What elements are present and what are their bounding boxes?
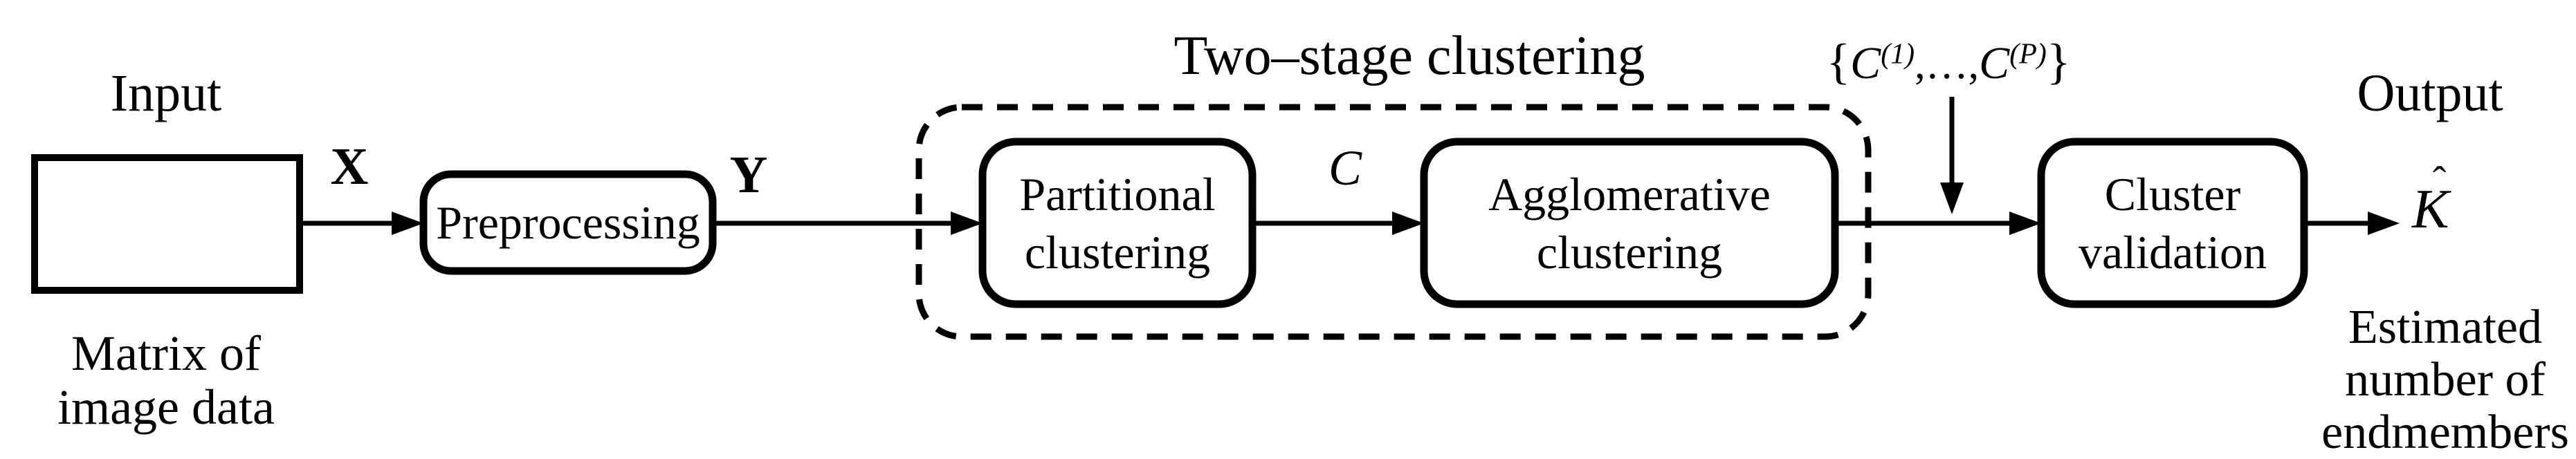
signal-x-label: X xyxy=(330,138,369,196)
cluster-validation-label: Cluster validation xyxy=(2041,142,2304,304)
two-stage-title: Two–stage clustering xyxy=(1173,26,1645,86)
ensemble-close-brace: } xyxy=(2046,34,2071,89)
input-caption: Matrix of image data xyxy=(57,326,275,434)
k-hat-letter: K xyxy=(2412,179,2449,240)
agglomerative-label: Agglomerative clustering xyxy=(1424,142,1835,304)
ensemble-open-brace: { xyxy=(1826,34,1851,89)
input-title: Input xyxy=(110,64,222,122)
signal-y-label: Y xyxy=(729,146,768,204)
output-caption-line1: Estimated xyxy=(2348,301,2542,354)
ensemble-c-last: C xyxy=(1979,38,2010,88)
signal-c-label: C xyxy=(1328,140,1362,196)
k-hat-symbol: ˆ K xyxy=(2412,158,2449,241)
output-title: Output xyxy=(2357,64,2503,122)
output-caption-line2: number of xyxy=(2345,353,2546,406)
ensemble-sup-first: (1) xyxy=(1881,38,1915,71)
ensemble-sup-last: (P) xyxy=(2009,38,2047,71)
cluster-validation-label-line2: validation xyxy=(2079,225,2267,279)
input-matrix-box xyxy=(31,154,303,294)
agglomerative-label-line2: clustering xyxy=(1536,225,1723,279)
partitional-label-line1: Partitional xyxy=(1019,167,1216,221)
arrowhead-validation-to-output xyxy=(2368,212,2400,235)
ensemble-c-first: C xyxy=(1850,38,1881,88)
cluster-validation-label-line1: Cluster xyxy=(2104,167,2241,221)
arrowhead-partitional-to-agglomerative xyxy=(1392,212,1424,235)
arrowhead-agglomerative-to-validation xyxy=(2009,212,2041,235)
k-hat-accent: ˆ xyxy=(2433,158,2447,203)
partitional-label: Partitional clustering xyxy=(983,142,1252,304)
arrowhead-preprocessing-to-partitional xyxy=(951,212,983,235)
output-caption-line3: endmembers xyxy=(2321,406,2569,459)
arrowhead-input-to-preprocessing xyxy=(392,212,423,235)
arrowhead-ensemble-down xyxy=(1940,182,1964,214)
agglomerative-label-line1: Agglomerative xyxy=(1488,167,1771,221)
input-caption-line1: Matrix of xyxy=(71,326,261,381)
partitional-label-line2: clustering xyxy=(1024,225,1211,279)
preprocessing-label: Preprocessing xyxy=(423,174,713,271)
ensemble-annotation: {C(1),…,C(P)} xyxy=(1827,33,2071,91)
output-caption: Estimated number of endmembers xyxy=(2321,301,2569,459)
input-caption-line2: image data xyxy=(57,380,275,435)
preprocessing-label-text: Preprocessing xyxy=(436,196,700,249)
ensemble-separator: ,…, xyxy=(1915,41,1980,88)
